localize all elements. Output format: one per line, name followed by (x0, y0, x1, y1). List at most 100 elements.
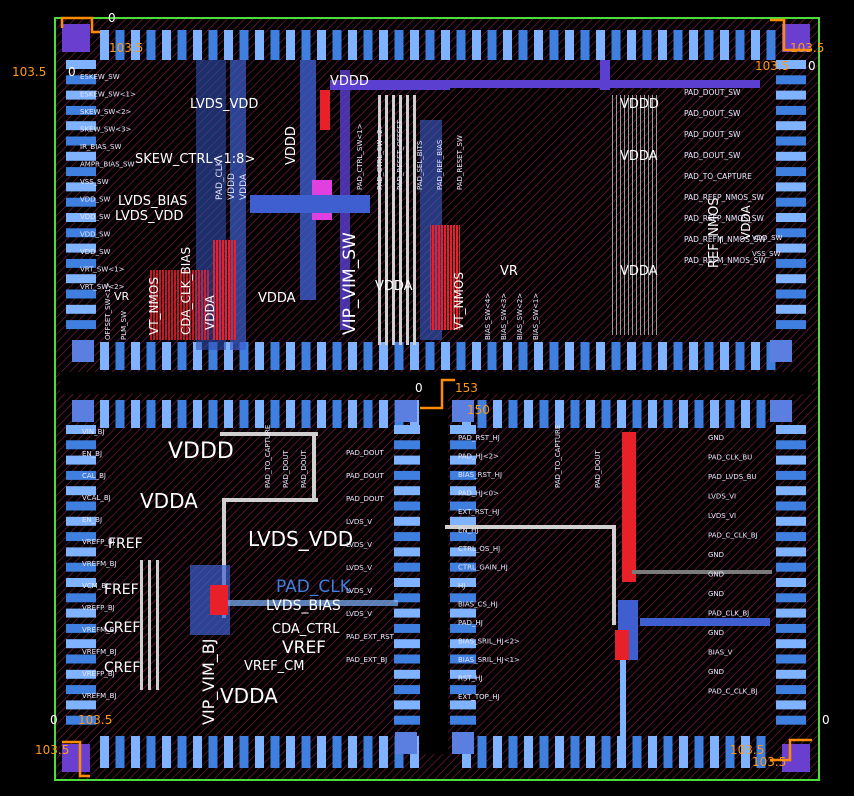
pad-cell-left (66, 547, 96, 557)
pad-label-tr-right: PAD_DOUT_SW (684, 109, 741, 118)
block-labels: LVDS_VDD SKEW_CTRL<1:8> LVDS_BIAS LVDS_V… (104, 74, 659, 708)
pad-labels: ESKEW_SWESKEW_SW<1>SKEW_SW<2>SKEW_SW<3>I… (80, 73, 783, 701)
pad-label-tr-short: VSS_SW (752, 250, 781, 258)
ruler-label-zero-top: 0 (108, 11, 116, 25)
ruler-label-tr-a: 103.5 (790, 41, 824, 55)
pad-cell-inner (394, 578, 420, 587)
pad-label-tl-left: ESKEW_SW<1> (80, 91, 136, 99)
pad-label-br-left: BIAS_SRIL_HJ<1> (458, 656, 520, 664)
pad-label-tl-left: VDD_SW (80, 196, 111, 204)
pad-cell-right (776, 243, 806, 253)
pad-cell-top (301, 30, 311, 60)
label-cda-clk-bias-rot: CDA_CLK_BIAS (179, 247, 193, 335)
pad-label-br-left: BIAS_RST_HJ (458, 471, 502, 479)
pad-cell-mid-bottom (177, 400, 187, 428)
pad-label-tm-top: PAD_CTRL_SW<2> (376, 123, 384, 190)
pad-cell-mid-top (348, 342, 357, 370)
pad-cell-top (611, 30, 621, 60)
pad-cell-mid-bottom (694, 400, 704, 428)
pad-cell-left (66, 151, 96, 161)
pad-label-bl-left: VREFM_BJ (82, 692, 117, 700)
pad-label-tm-top: PAD_RESET_SW (456, 135, 464, 190)
pad-cell-top (487, 30, 497, 60)
pad-cell-mid-top (146, 342, 156, 370)
pad-cell-inner (450, 425, 476, 434)
pad-cell-mid-top (425, 342, 435, 370)
pad-cell-mid-bottom (363, 400, 373, 428)
pad-cell-left (66, 243, 96, 253)
pad-label-bl-top: PAD_DOUT (282, 450, 290, 488)
pad-cell-top (642, 30, 652, 60)
pad-cell-mid-bottom (131, 400, 140, 428)
pad-cell-left (66, 562, 96, 572)
pad-cell-mid-bottom (477, 400, 487, 428)
pad-label-tr-right: PAD_REFM_NMOS_SW (684, 256, 766, 265)
pad-cell-mid-bottom (663, 400, 673, 428)
pad-cell-top (720, 30, 729, 60)
pad-cell-top (363, 30, 373, 60)
pad-label-br-right: GND (708, 434, 724, 442)
pad-label-tm-top: PAD_CTRL_SW<1> (356, 123, 364, 190)
pad-cell-inner (450, 440, 476, 450)
pad-label-bl-left: CAL_BJ (82, 472, 106, 480)
label-cda-ctrl-bl: CDA_CTRL (272, 622, 340, 637)
pad-label-br-left: CTRL_GAIN_HJ (458, 564, 508, 572)
pad-cell-inner (450, 593, 476, 603)
corner-cell-bl (62, 744, 90, 772)
pad-cell-mid-top (487, 342, 497, 370)
pad-label-tr-right: PAD_DOUT_SW (684, 88, 741, 97)
pad-cell-mid-top (751, 342, 760, 370)
pad-label-bl-top: PAD_TO_CAPTURE (264, 425, 272, 488)
pad-label-tl-left: SKEW_SW<3> (80, 126, 132, 134)
pad-cell-mid-top (441, 342, 450, 370)
label-lvds-vdd-bl: LVDS_VDD (248, 527, 353, 551)
pad-cell-bottom (648, 736, 657, 768)
pad-label-br-top: PAD_TO_CAPTURE (554, 425, 562, 488)
pad-cell-top (472, 30, 481, 60)
pad-label-br-left: EN_HJ (458, 527, 479, 535)
pad-cell-right (776, 274, 806, 284)
pad-cell-bottom (710, 736, 719, 768)
pad-cell-bottom (679, 736, 688, 768)
label-vddd-top: VDDD (330, 74, 369, 89)
pad-label-tl-left: VSS_SW (80, 178, 109, 186)
pad-cell-inner (450, 532, 476, 542)
pad-cell-mid-top (255, 342, 264, 370)
corner-cell-tr (782, 24, 810, 52)
pad-cell-right (776, 516, 806, 526)
pad-label-tm-top: PAD_REF_BIAS (436, 139, 444, 190)
label-ref-nmos-rot: REF_NMOS (707, 197, 722, 268)
pad-cell-top (239, 30, 249, 60)
pad-label-bl-left: VCM_BJ (82, 582, 108, 590)
pad-cell-left (66, 320, 96, 330)
top-pad-row (100, 30, 776, 60)
label-vddd-tr: VDDD (620, 97, 659, 112)
pad-cell-left (66, 440, 96, 450)
pad-cell-top (549, 30, 559, 60)
pad-cell-top (410, 30, 419, 60)
pad-label-br-right: GND (708, 629, 724, 637)
pad-cell-right (776, 562, 806, 572)
pad-cell-mid-bottom (679, 400, 688, 428)
pad-cell-right (776, 425, 806, 434)
pad-cell-top (208, 30, 218, 60)
pad-cell-left (66, 75, 96, 85)
pad-cell-inner (450, 639, 476, 649)
pad-label-tl-left: IR_BIAS_SW (80, 143, 121, 151)
corner-cell-tr-inner (770, 340, 792, 362)
pad-label-tm-bottom: BIAS_SW<4> (484, 293, 492, 340)
pad-cell-top (580, 30, 590, 60)
pad-cell-right (776, 90, 806, 100)
bottom-pad-row (100, 736, 766, 768)
ruler-label-150: 150 (467, 403, 490, 417)
pad-cell-inner (394, 516, 420, 526)
pad-cell-bottom (663, 736, 673, 768)
pad-cell-mid-top (162, 342, 171, 370)
pad-cell-right (776, 182, 806, 192)
pad-cell-mid-bottom (286, 400, 295, 428)
label-vt-nmos-mid-rot: VT_NMOS (452, 272, 466, 330)
pad-cell-mid-top (580, 342, 590, 370)
pad-cell-right (776, 700, 806, 710)
core-metal-bottom-left (140, 432, 398, 690)
ruler-br (770, 738, 812, 762)
